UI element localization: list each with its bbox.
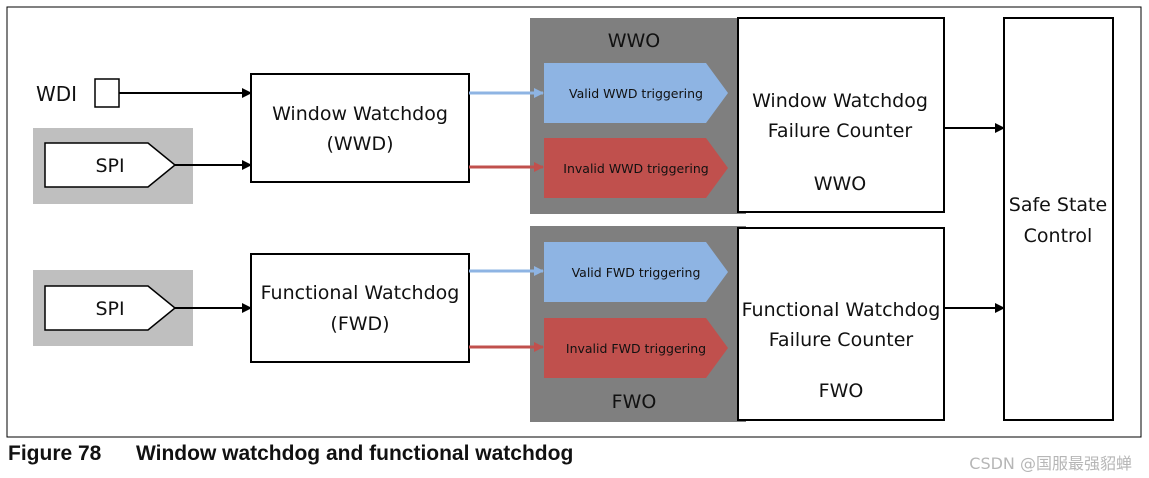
wwd-counter-line2: Failure Counter xyxy=(768,120,913,142)
spi-bottom-label: SPI xyxy=(95,298,124,320)
fwo-group-label: FWO xyxy=(612,391,657,413)
wwd-counter-line1: Window Watchdog xyxy=(752,90,928,112)
fwd-counter-line1: Functional Watchdog xyxy=(742,299,941,321)
window-watchdog-block xyxy=(250,73,470,183)
wwd-block-line1: Window Watchdog xyxy=(272,103,448,125)
safe-state-line1: Safe State xyxy=(1009,194,1107,216)
safe-state-control-block xyxy=(1003,17,1114,421)
safe-state-line2: Control xyxy=(1024,225,1093,247)
spi-top-label: SPI xyxy=(95,155,124,177)
wdi-pin xyxy=(94,78,120,108)
wdi-label: WDI xyxy=(36,82,77,106)
figure-title: Window watchdog and functional watchdog xyxy=(136,442,574,465)
valid-fwd-trigger-label: Valid FWD triggering xyxy=(572,265,701,280)
watchdog-block-diagram: WDI SPI SPI Window Watchdog (WWD) Functi… xyxy=(6,6,1142,438)
wwd-failure-counter-block xyxy=(737,17,945,213)
fwd-counter-output-label: FWO xyxy=(819,380,864,402)
invalid-fwd-trigger xyxy=(544,318,728,378)
fwd-counter-line2: Failure Counter xyxy=(769,329,914,351)
valid-fwd-trigger xyxy=(544,242,728,302)
spi-bottom-port xyxy=(44,285,177,331)
watermark-text: CSDN @国服最强貂蝉 xyxy=(969,454,1132,473)
valid-wwd-trigger-label: Valid WWD triggering xyxy=(569,86,703,101)
spi-top-port xyxy=(44,142,177,188)
fwd-failure-counter-block xyxy=(737,227,945,421)
functional-watchdog-block xyxy=(250,253,470,363)
valid-wwd-trigger xyxy=(544,63,728,123)
invalid-wwd-trigger xyxy=(544,138,728,198)
figure-caption: Figure 78 Window watchdog and functional… xyxy=(8,440,1149,478)
wwd-block-line2: (WWD) xyxy=(326,133,393,155)
invalid-fwd-trigger-label: Invalid FWD triggering xyxy=(566,341,706,356)
fwd-block-line2: (FWD) xyxy=(330,313,389,335)
invalid-wwd-trigger-label: Invalid WWD triggering xyxy=(563,161,708,176)
wwd-counter-output-label: WWO xyxy=(814,173,867,195)
wwo-group-label: WWO xyxy=(608,30,661,52)
figure-number: Figure 78 xyxy=(8,442,102,465)
fwd-block-line1: Functional Watchdog xyxy=(261,282,460,304)
